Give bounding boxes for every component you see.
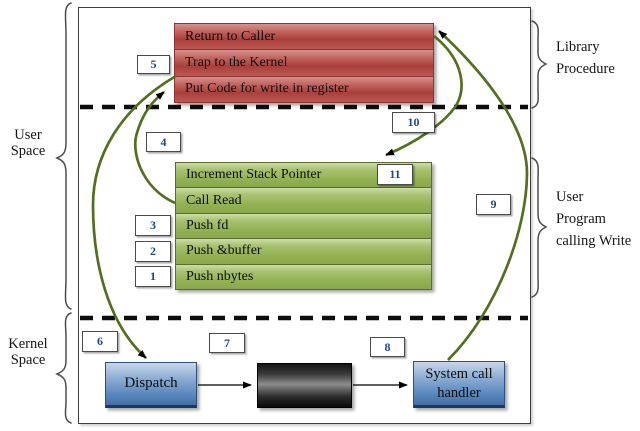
step-badge-3: 3 <box>135 215 171 236</box>
library-procedure-label: Library Procedure <box>556 36 640 80</box>
step-badge-7: 7 <box>209 333 245 353</box>
user-program-brace <box>531 157 548 298</box>
library-procedure-label-line1: Library <box>556 39 600 55</box>
step-badge-5: 5 <box>137 55 170 74</box>
step-number: 7 <box>224 335 230 350</box>
user-space-label-line1: User <box>14 127 42 143</box>
library-row-label: Put Code for write in register <box>185 81 349 97</box>
step-badge-2: 2 <box>135 241 171 262</box>
library-row-return-to-caller: Return to Caller <box>175 24 433 50</box>
user-space-brace <box>55 2 72 310</box>
library-row-label: Trap to the Kernel <box>185 54 288 70</box>
library-row-trap-to-kernel: Trap to the Kernel <box>175 49 433 76</box>
user-space-label-line2: Space <box>10 143 46 159</box>
step-badge-8: 8 <box>370 337 405 357</box>
program-row-push-fd: Push fd <box>176 212 431 239</box>
process-boundary-box <box>78 7 531 424</box>
program-row-push-buffer: Push &buffer <box>176 238 431 264</box>
step-badge-11: 11 <box>377 164 413 185</box>
kernel-space-label-line1: Kernel <box>8 336 48 352</box>
program-row-push-nbytes: Push nbytes <box>176 263 431 290</box>
step-number: 3 <box>150 218 156 232</box>
step-badge-9: 9 <box>476 194 511 215</box>
dispatch-box: Dispatch <box>105 362 197 408</box>
step-number: 2 <box>150 244 156 258</box>
step-number: 9 <box>490 197 497 211</box>
step-badge-10: 10 <box>392 112 435 133</box>
program-row-label: Increment Stack Pointer <box>186 167 322 183</box>
system-call-handler-box: System call handler <box>413 361 505 408</box>
program-row-call-read: Call Read <box>176 187 431 213</box>
kernel-space-brace <box>55 312 72 424</box>
library-row-label: Return to Caller <box>185 28 276 44</box>
user-program-label-line1: User <box>556 189 584 205</box>
user-program-label: User Program calling Write <box>556 186 640 252</box>
kernel-space-label: Kernel Space <box>0 336 56 368</box>
user-program-label-line2: Program <box>556 211 606 227</box>
library-procedure-brace <box>531 20 548 109</box>
step-number: 4 <box>160 134 167 149</box>
library-procedure-label-line2: Procedure <box>556 61 615 77</box>
step-number: 8 <box>384 339 391 354</box>
user-program-label-line3: calling Write <box>556 233 632 249</box>
step-badge-1: 1 <box>135 266 171 287</box>
dispatch-label: Dispatch <box>124 375 178 392</box>
syscall-table-box <box>257 363 352 408</box>
program-row-label: Push &buffer <box>186 243 262 259</box>
step-number: 6 <box>97 334 103 348</box>
step-badge-6: 6 <box>82 331 118 352</box>
library-procedure-box: Return to Caller Trap to the Kernel Put … <box>174 23 434 103</box>
system-call-handler-label: System call handler <box>425 365 493 401</box>
kernel-space-label-line2: Space <box>10 352 46 368</box>
step-number: 5 <box>150 57 157 71</box>
user-space-label: User Space <box>0 127 56 159</box>
program-row-label: Push fd <box>186 218 229 234</box>
step-number: 1 <box>150 269 156 283</box>
program-row-label: Call Read <box>186 192 242 208</box>
step-number: 11 <box>389 167 401 181</box>
library-row-put-code: Put Code for write in register <box>175 75 433 102</box>
step-number: 10 <box>407 115 420 129</box>
program-row-label: Push nbytes <box>186 268 254 284</box>
step-badge-4: 4 <box>146 132 181 152</box>
